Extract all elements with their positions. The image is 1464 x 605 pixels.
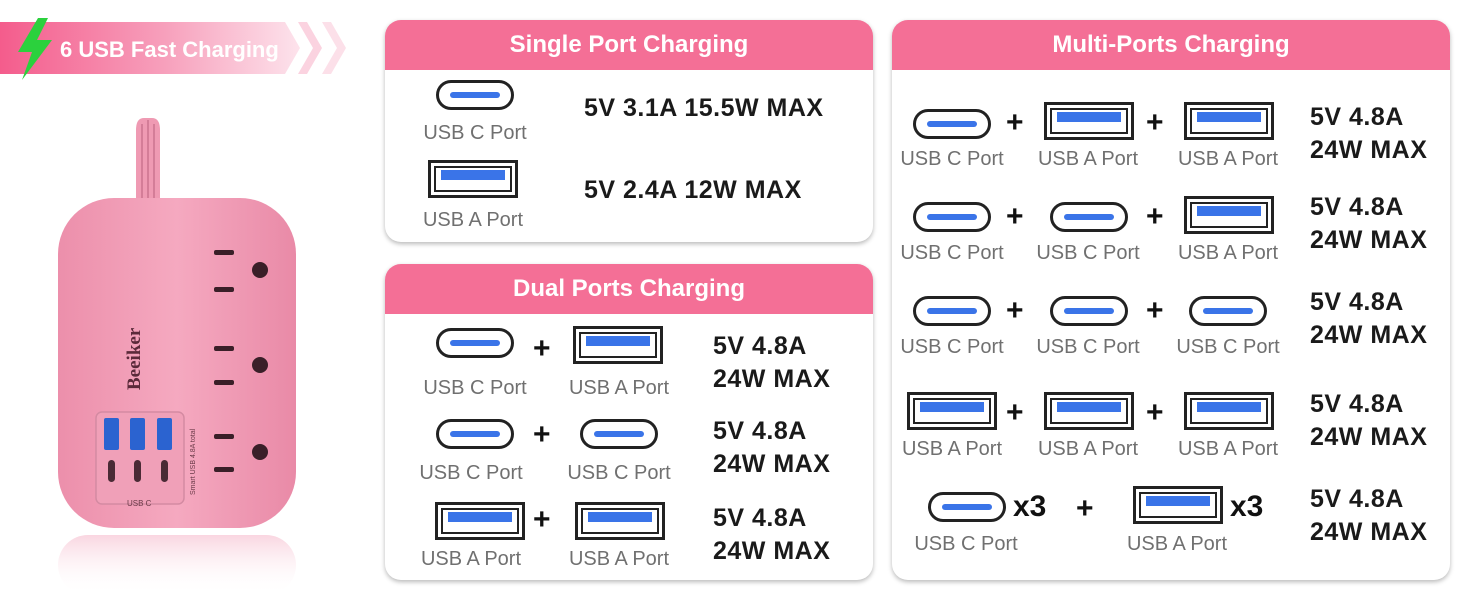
spec-text: 5V 4.8A [1310, 193, 1404, 221]
spec-text: 5V 4.8A [713, 332, 807, 360]
plus-sign: + [1006, 200, 1024, 233]
spec-text: 5V 2.4A 12W MAX [584, 176, 802, 204]
card-title: Single Port Charging [385, 20, 873, 70]
usb-a-port-icon [1133, 486, 1223, 524]
quantity-multiplier: x3 [1013, 490, 1047, 523]
spec-text: 5V 4.8A [1310, 103, 1404, 131]
spec-text: 5V 3.1A 15.5W MAX [584, 94, 824, 122]
port-label: USB A Port [1037, 438, 1139, 460]
spec-text: 24W MAX [713, 537, 831, 565]
port-label: USB A Port [422, 209, 524, 231]
usb-a-port-icon [1184, 102, 1274, 140]
port-label: USB C Port [914, 533, 1018, 555]
usb-a-port-icon [907, 392, 997, 430]
usb-c-port-icon [1050, 296, 1128, 326]
port-label: USB C Port [900, 148, 1004, 170]
card-title: Multi-Ports Charging [892, 20, 1450, 70]
port-label: USB A Port [568, 548, 670, 570]
usb-a-port-icon [1044, 392, 1134, 430]
spec-text: 5V 4.8A [1310, 485, 1404, 513]
port-label: USB A Port [1177, 242, 1279, 264]
usb-c-port-icon [436, 419, 514, 449]
usb-c-port-icon [580, 419, 658, 449]
port-label: USB A Port [1037, 148, 1139, 170]
port-label: USB A Port [420, 548, 522, 570]
usb-panel-label: USB C [127, 499, 152, 508]
port-label: USB A Port [1177, 438, 1279, 460]
multi-ports-card: Multi-Ports Charging USB C Port + USB A … [892, 20, 1450, 580]
chevron-right-icon [322, 22, 346, 74]
usb-c-port-icon [928, 492, 1006, 522]
spec-text: 24W MAX [1310, 321, 1428, 349]
usb-a-port-icon [575, 502, 665, 540]
usb-c-port-icon [913, 296, 991, 326]
spec-text: 24W MAX [1310, 226, 1428, 254]
usb-panel-side-text: Smart USB 4.8A total [190, 428, 197, 495]
plus-sign: + [533, 418, 551, 451]
port-label: USB A Port [1177, 148, 1279, 170]
usb-a-port-icon [1184, 196, 1274, 234]
spec-text: 5V 4.8A [713, 417, 807, 445]
quantity-multiplier: x3 [1230, 490, 1264, 523]
plus-sign: + [533, 332, 551, 365]
port-label: USB C Port [1036, 336, 1140, 358]
plus-sign: + [1006, 294, 1024, 327]
port-label: USB A Port [568, 377, 670, 399]
lightning-bolt-icon [18, 18, 52, 80]
single-port-card: Single Port Charging USB C Port 5V 3.1A … [385, 20, 873, 242]
plus-sign: + [533, 503, 551, 536]
plus-sign: + [1146, 294, 1164, 327]
spec-text: 24W MAX [713, 450, 831, 478]
spec-text: 24W MAX [713, 365, 831, 393]
brand-logo: Beeiker [124, 327, 145, 390]
port-label: USB C Port [900, 336, 1004, 358]
usb-a-port-icon [428, 160, 518, 198]
port-label: USB C Port [1176, 336, 1280, 358]
plus-sign: + [1006, 106, 1024, 139]
port-label: USB A Port [901, 438, 1003, 460]
banner-title: 6 USB Fast Charging [60, 37, 279, 62]
power-strip-product: Beeiker USB C Smart USB 4.8A total [40, 110, 330, 600]
banner-ribbon [0, 22, 300, 74]
spec-text: 24W MAX [1310, 136, 1428, 164]
feature-banner: 6 USB Fast Charging [0, 18, 360, 80]
port-label: USB C Port [423, 377, 527, 399]
port-label: USB C Port [900, 242, 1004, 264]
usb-a-port-icon [1184, 392, 1274, 430]
card-title: Dual Ports Charging [385, 264, 873, 314]
plus-sign: + [1076, 492, 1094, 525]
dual-ports-card: Dual Ports Charging USB C Port + USB A P… [385, 264, 873, 580]
usb-c-port-icon [913, 202, 991, 232]
usb-c-port-icon [436, 328, 514, 358]
plus-sign: + [1146, 200, 1164, 233]
spec-text: 5V 4.8A [1310, 288, 1404, 316]
port-label: USB A Port [1126, 533, 1228, 555]
chevron-right-icon [298, 22, 322, 74]
port-label: USB C Port [1036, 242, 1140, 264]
usb-a-port-icon [1044, 102, 1134, 140]
port-label: USB C Port [419, 462, 523, 484]
plus-sign: + [1146, 396, 1164, 429]
usb-a-port-icon [435, 502, 525, 540]
usb-c-port-icon [1050, 202, 1128, 232]
spec-text: 24W MAX [1310, 423, 1428, 451]
spec-text: 24W MAX [1310, 518, 1428, 546]
plus-sign: + [1146, 106, 1164, 139]
port-label: USB C Port [567, 462, 671, 484]
spec-text: 5V 4.8A [1310, 390, 1404, 418]
plus-sign: + [1006, 396, 1024, 429]
usb-a-port-icon [573, 326, 663, 364]
port-label: USB C Port [423, 122, 527, 144]
usb-c-port-icon [913, 109, 991, 139]
spec-text: 5V 4.8A [713, 504, 807, 532]
usb-c-port-icon [1189, 296, 1267, 326]
usb-c-port-icon [436, 80, 514, 110]
